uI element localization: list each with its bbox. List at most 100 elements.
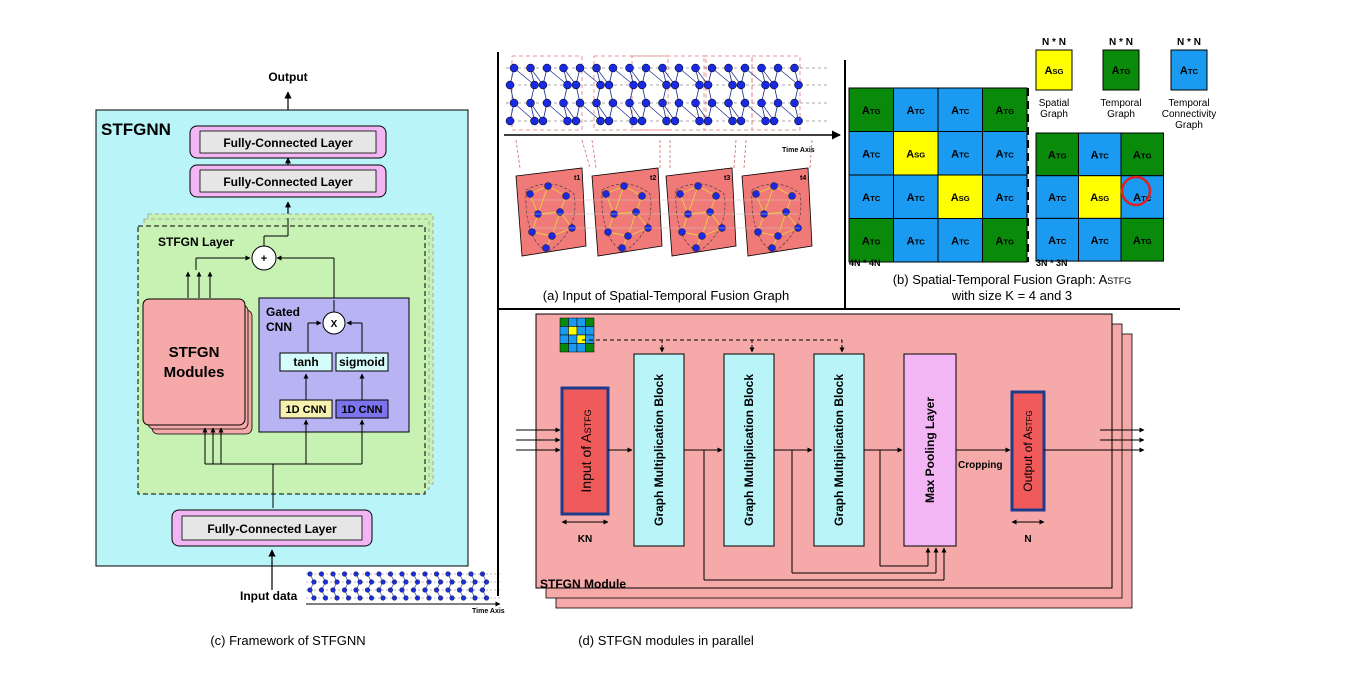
legend-label: Temporal: [1168, 98, 1209, 109]
legend-dim: N * N: [1177, 37, 1201, 48]
grid4-cell: [848, 218, 894, 263]
grid3-cell: [1120, 217, 1164, 262]
n-label: N: [1024, 534, 1031, 545]
legend-dim: N * N: [1042, 37, 1066, 48]
grid4-cell: [848, 87, 894, 132]
grid4-cell-label: ATC: [907, 105, 926, 117]
legend-label: Graph: [1175, 120, 1203, 131]
grid4-cell-label: ATC: [951, 235, 970, 247]
mini-time-axis-label: Time Axis: [472, 608, 505, 615]
pool-label: Max Pooling Layer: [923, 397, 937, 503]
grid3-cell: [1078, 132, 1122, 177]
grid4-cell-label: ATC: [862, 148, 881, 160]
output-astfg-block: [1010, 390, 1046, 512]
legend-swatch: [1170, 49, 1208, 91]
fc-layer-top-1: [199, 130, 377, 154]
mini-grid-cell: [576, 334, 586, 344]
grid4-cell-label: ATC: [996, 192, 1015, 204]
grid4-cell: [848, 174, 894, 219]
highlight-circle: [1120, 175, 1152, 207]
legend-label: Connectivity: [1162, 109, 1216, 120]
stfgnn-title: STFGNN: [101, 120, 171, 139]
mini-grid-cell: [568, 326, 578, 336]
mini-grid-cell: [585, 343, 595, 353]
stfgn-modules-block: [142, 298, 246, 426]
grid4-cell-label: ASG: [951, 192, 970, 204]
grid4-cell-label: ATC: [907, 235, 926, 247]
cnn-b-label: 1D CNN: [342, 404, 383, 416]
legend-label: Graph: [1107, 109, 1135, 120]
legend-dim: N * N: [1109, 37, 1133, 48]
gmb2-label: Graph Multiplication Block: [742, 374, 756, 526]
mini-grid-cell: [576, 317, 586, 327]
grid4-cell-label: ATC: [862, 192, 881, 204]
kn-label: KN: [578, 534, 592, 545]
input-data-graph: [306, 571, 501, 607]
mini-grid-cell: [559, 326, 569, 336]
grid3-cell-label: ATG: [1133, 149, 1152, 161]
plus-symbol: +: [261, 253, 267, 265]
module-label: STFGN Module: [540, 577, 626, 591]
time-axis-label: Time Axis: [782, 147, 815, 154]
grid4-cell: [848, 131, 894, 176]
grid4-cell: [937, 87, 983, 132]
stfgn-layer-label: STFGN Layer: [158, 235, 234, 249]
grid4-cell-label: ATG: [862, 105, 881, 117]
gated-line1: Gated: [266, 305, 300, 319]
grid4-cell: [937, 174, 983, 219]
module-panel: Input of ASTFG KN Graph Multiplication B…: [516, 313, 1145, 609]
caption-b-line2: with size K = 4 and 3: [951, 288, 1072, 303]
input-data-label: Input data: [240, 589, 298, 603]
slice-label: t2: [650, 175, 656, 182]
graph-mult-block-3: [813, 353, 865, 547]
mini-grid-cell: [585, 326, 595, 336]
gmb3-label: Graph Multiplication Block: [832, 374, 846, 526]
slice-label: t3: [724, 175, 730, 182]
fc-top2-label: Fully-Connected Layer: [223, 175, 353, 189]
input-astfg-block: [560, 386, 610, 516]
tanh-box: [279, 352, 333, 372]
grid3-cell: [1120, 175, 1164, 219]
tanh-label: tanh: [293, 355, 318, 369]
grid4-cell: [893, 131, 939, 176]
grid3-cell: [1035, 217, 1079, 262]
sigmoid-label: sigmoid: [339, 355, 385, 369]
mini-grid-cell: [568, 334, 578, 344]
size4-label: 4N * 4N: [849, 258, 881, 268]
legend-swatch: [1102, 49, 1140, 91]
mini-grid-cell: [559, 317, 569, 327]
times-symbol: X: [331, 319, 338, 330]
temporal-graph: [505, 55, 830, 131]
grid3-cell-label: ATC: [1048, 235, 1067, 247]
grid4-cell-label: ATG: [862, 235, 881, 247]
grid3-cell: [1078, 217, 1122, 262]
mini-grid-cell: [559, 334, 569, 344]
graph-mult-block-1: [633, 353, 685, 547]
output-label: Output: [268, 70, 307, 84]
legend-label: Graph: [1040, 109, 1068, 120]
sigmoid-box: [335, 352, 389, 372]
fc-bottom-label: Fully-Connected Layer: [207, 522, 337, 536]
grid4-cell-label: ATC: [951, 148, 970, 160]
cnn-b-box: [335, 399, 389, 419]
cnn-a-label: 1D CNN: [286, 404, 327, 416]
framework-panel: Output STFGNN Fully-Connected Layer Full…: [95, 70, 505, 615]
grid4-cell: [893, 218, 939, 263]
grid4-cell-label: ATC: [907, 192, 926, 204]
caption-a: (a) Input of Spatial-Temporal Fusion Gra…: [543, 288, 789, 303]
mini-grid-cell: [568, 343, 578, 353]
modules-line1: STFGN: [169, 344, 220, 361]
legend-swatch-label: ATG: [1112, 65, 1131, 77]
legend-swatch: [1035, 49, 1073, 91]
slice-label: t1: [574, 175, 580, 182]
grid4-cell: [982, 218, 1028, 263]
grid3-cell: [1078, 175, 1122, 219]
gated-line2: CNN: [266, 320, 292, 334]
fc-top1-label: Fully-Connected Layer: [223, 136, 353, 150]
mini-grid-cell: [585, 317, 595, 327]
grid3-cell-label: ATC: [1091, 235, 1110, 247]
grid3-cell: [1035, 132, 1079, 177]
grid3-cell-label: ATG: [1133, 235, 1152, 247]
